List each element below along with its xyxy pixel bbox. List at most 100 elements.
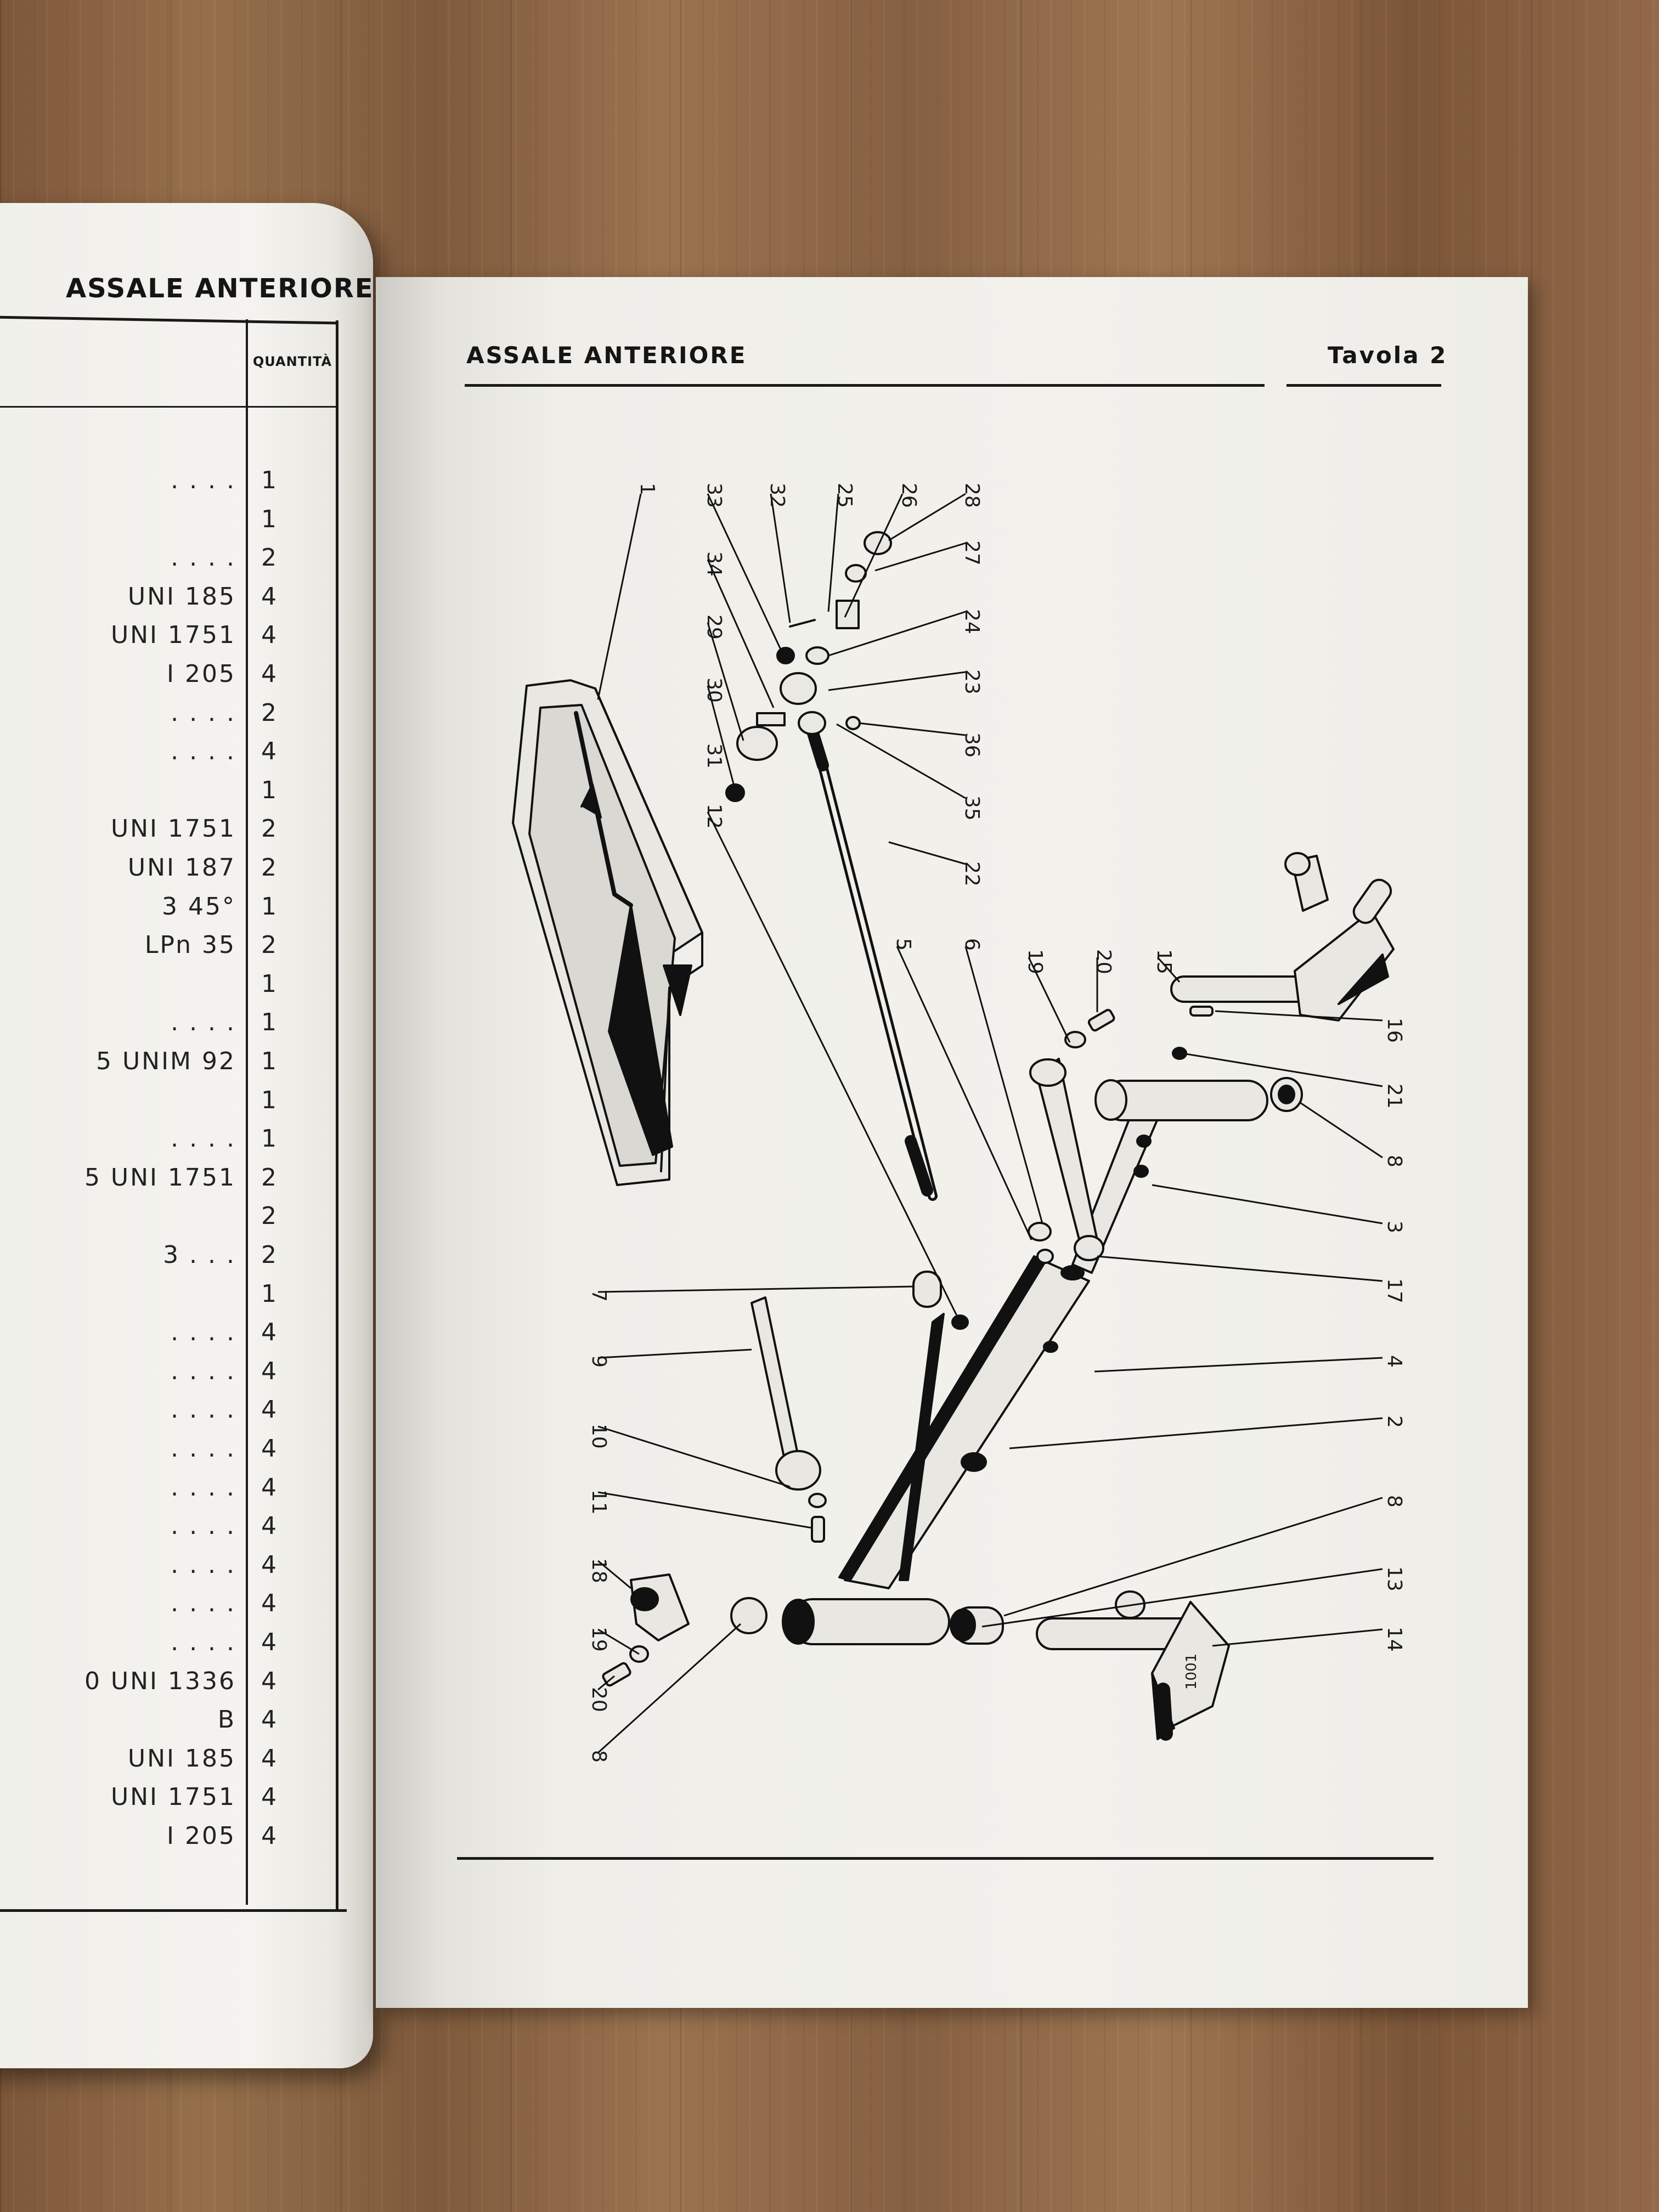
parts-list-quantity: 4 (261, 1473, 276, 1502)
parts-list-quantity: 4 (261, 1822, 276, 1850)
part-axle-beam (838, 1255, 1090, 1589)
parts-list-row: 1 (0, 505, 340, 533)
part-label: 8 (1383, 1495, 1406, 1508)
part-label: 27 (961, 540, 983, 566)
parts-list-quantity: 4 (261, 1628, 276, 1656)
parts-list-description: UNI 1751 (110, 621, 236, 650)
part-label: 30 (703, 678, 725, 703)
parts-list-row: . . . .4 (0, 1435, 340, 1463)
parts-list-row: . . . .4 (0, 1551, 340, 1579)
parts-list-description: 3 45° (162, 892, 236, 921)
parts-list-quantity: 1 (261, 1008, 276, 1037)
part-label: 33 (703, 483, 725, 508)
part-stamp: 1001 (1183, 1654, 1200, 1690)
part-label: 28 (961, 483, 983, 508)
parts-list-row: . . . .2 (0, 699, 340, 727)
parts-list-quantity: 4 (261, 660, 276, 688)
parts-list-description: . . . . (171, 1628, 236, 1656)
parts-list-description: 0 UNI 1336 (84, 1667, 236, 1695)
parts-list-quantity: 1 (261, 1125, 276, 1153)
parts-list-quantity: 1 (261, 1279, 276, 1308)
parts-list-description: . . . . (171, 466, 236, 494)
parts-list-description: . . . . (171, 544, 236, 572)
parts-list-description: . . . . (171, 1512, 236, 1541)
parts-list-row: 2 (0, 1202, 340, 1231)
part-label: 2 (1383, 1415, 1406, 1428)
parts-list-quantity: 4 (261, 1357, 276, 1385)
part-label: 34 (703, 551, 725, 577)
right-page-bottom-rule (457, 1857, 1434, 1860)
part-label: 21 (1383, 1084, 1406, 1109)
parts-list-description: . . . . (171, 1318, 236, 1347)
part-label: 6 (961, 938, 983, 951)
part-label: 8 (588, 1750, 610, 1763)
parts-list-quantity: 4 (261, 1783, 276, 1812)
parts-list-row: . . . . 4 (0, 1473, 340, 1502)
left-page-column-divider (246, 319, 248, 1905)
part-label: 18 (588, 1558, 610, 1583)
part-label: 35 (961, 795, 983, 821)
part-label: 12 (703, 804, 725, 829)
parts-list-description: . . . . (171, 1435, 236, 1463)
part-label: 23 (961, 669, 983, 695)
parts-list-description: LPn 35 (144, 931, 236, 960)
parts-list-row: . . . .4 (0, 737, 340, 765)
part-label: 9 (588, 1355, 610, 1368)
part-label: 26 (898, 483, 920, 508)
parts-list-row: 1 (0, 1086, 340, 1114)
part-label: 15 (1153, 949, 1175, 974)
part-label: 19 (588, 1627, 610, 1652)
part-label: 7 (588, 1289, 610, 1302)
parts-list-quantity: 2 (261, 815, 276, 843)
parts-list-quantity: 1 (261, 892, 276, 921)
parts-list-row: . . . . 4 (0, 1318, 340, 1346)
parts-list-description: 3 . . . (163, 1241, 236, 1269)
parts-list-quantity: 1 (261, 969, 276, 998)
part-label: 29 (703, 614, 725, 640)
part-steering-arm (1028, 1058, 1104, 1264)
part-front-cross-member (1071, 1077, 1303, 1274)
parts-list-row: . . . .4 (0, 1589, 340, 1617)
parts-list-description: . . . . (171, 1396, 236, 1424)
parts-list-quantity: 2 (261, 544, 276, 572)
parts-list-description: UNI 187 (127, 854, 236, 882)
parts-list-quantity: 4 (261, 1589, 276, 1618)
right-page-top-rule (465, 384, 1265, 387)
parts-list-description: UNI 185 (127, 582, 236, 611)
part-label: 14 (1383, 1627, 1406, 1652)
part-label: 11 (588, 1489, 610, 1515)
parts-list-quantity: 4 (261, 1318, 276, 1347)
plate-number: Tavola 2 (1328, 342, 1448, 369)
part-label: 31 (703, 743, 725, 769)
part-label: 32 (766, 483, 788, 508)
parts-list-row: 3 . . .2 (0, 1241, 340, 1269)
parts-list-description: . . . . (171, 1008, 236, 1037)
part-label: 10 (588, 1424, 610, 1449)
part-tie-rod-end (725, 531, 892, 802)
right-page: ASSALE ANTERIORE Tavola 2 (376, 277, 1528, 2008)
part-label: 3 (1383, 1221, 1406, 1233)
parts-list-description: . . . . (171, 737, 236, 766)
part-label: 20 (588, 1687, 610, 1712)
parts-list-row: 3 45° 1 (0, 892, 340, 921)
part-lower-pins (751, 1271, 969, 1543)
parts-list-row: . . . . 1 (0, 1008, 340, 1036)
parts-list-row: . . . .1 (0, 466, 340, 494)
part-label: 36 (961, 732, 983, 758)
parts-list-description: . . . . (171, 1473, 236, 1502)
parts-list-row: . . . .4 (0, 1357, 340, 1385)
parts-list-quantity: 1 (261, 776, 276, 804)
parts-list-quantity: 2 (261, 1202, 276, 1231)
part-label: 1 (636, 483, 658, 495)
